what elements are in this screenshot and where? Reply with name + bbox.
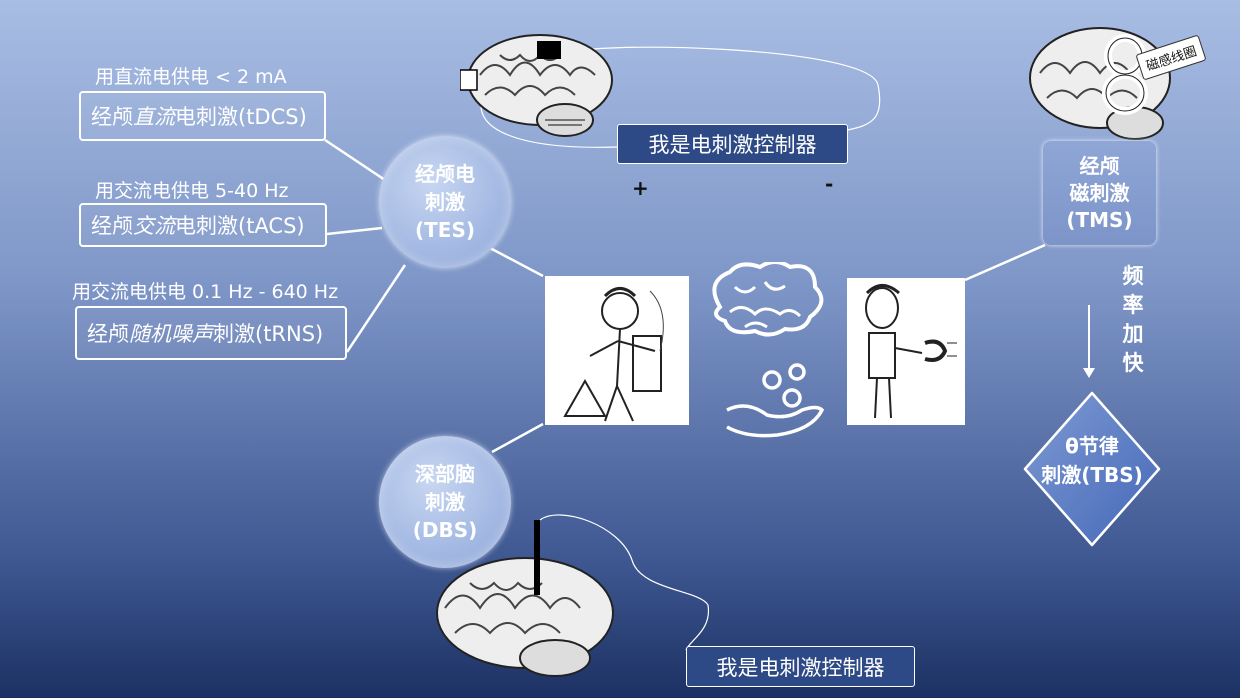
negative-electrode [537, 41, 561, 59]
tdcs-supply-label: 用直流电供电 < 2 mA [95, 66, 287, 88]
tes-line-3: (TES) [415, 218, 475, 242]
tdcs-box: 经颅直流电刺激(tDCS) [79, 91, 326, 141]
tacs-supply-label: 用交流电供电 5-40 Hz [95, 180, 289, 202]
controller-bottom-button: 我是电刺激控制器 [686, 646, 915, 687]
dbs-line-1: 深部脑 [415, 462, 475, 486]
frequency-increase-label: 频 率 加 快 [1121, 262, 1145, 378]
freq-char-4: 快 [1122, 351, 1144, 375]
tms-line-1: 经颅 [1079, 153, 1120, 178]
tes-circle: 经颅电 刺激 (TES) [379, 136, 511, 268]
trns-pre: 经颅 [87, 322, 129, 346]
tacs-box: 经颅交流电刺激(tACS) [79, 203, 327, 247]
trns-post: 刺激(tRNS) [213, 322, 324, 346]
electric-cartoon-person [563, 287, 664, 422]
positive-electrode [460, 69, 478, 91]
minus-sign: - [825, 172, 834, 196]
freq-char-1: 频 [1122, 264, 1144, 288]
tms-line-2: 磁刺激 [1069, 180, 1130, 205]
tbs-label: θ节律 刺激(TBS) [1030, 432, 1154, 490]
tdcs-italic: 直流 [133, 105, 175, 129]
tms-brain-illustration [1029, 27, 1171, 140]
dbs-circle: 深部脑 刺激 (DBS) [379, 436, 511, 568]
tacs-pre: 经颅 [91, 214, 133, 238]
magnet-cartoon-panel [847, 278, 965, 425]
tbs-diamond-shape [1023, 391, 1161, 547]
tes-line-1: 经颅电 [415, 162, 475, 186]
top-brain-illustration [460, 34, 613, 137]
tbs-line-1: θ节律 [1065, 434, 1119, 458]
controller-top-button: 我是电刺激控制器 [617, 124, 848, 164]
tdcs-pre: 经颅 [91, 105, 133, 129]
plus-sign: + [632, 176, 649, 200]
tdcs-post: 电刺激(tDCS) [175, 105, 307, 129]
freq-char-3: 加 [1122, 322, 1144, 346]
freq-char-2: 率 [1122, 293, 1144, 317]
dbs-line-2: 刺激 [425, 490, 465, 514]
tacs-post: 电刺激(tACS) [175, 214, 305, 238]
trns-box: 经颅随机噪声刺激(tRNS) [75, 306, 347, 360]
trns-supply-label: 用交流电供电 0.1 Hz - 640 Hz [72, 281, 339, 303]
dbs-line-3: (DBS) [412, 518, 478, 542]
trns-italic: 随机噪声 [129, 322, 213, 346]
tes-line-2: 刺激 [425, 190, 465, 214]
dbs-electrode [534, 520, 540, 595]
tbs-line-2: 刺激(TBS) [1041, 463, 1143, 487]
bottom-brain-illustration [436, 520, 614, 677]
magnet-cartoon-person [865, 284, 957, 419]
tacs-italic: 交流 [133, 214, 175, 238]
hand-with-dots-icon [726, 363, 825, 438]
tms-line-3: (TMS) [1066, 207, 1133, 232]
brain-outline-icon [712, 262, 824, 337]
tms-box: 经颅 磁刺激 (TMS) [1043, 141, 1156, 245]
electric-cartoon-panel [545, 276, 689, 425]
